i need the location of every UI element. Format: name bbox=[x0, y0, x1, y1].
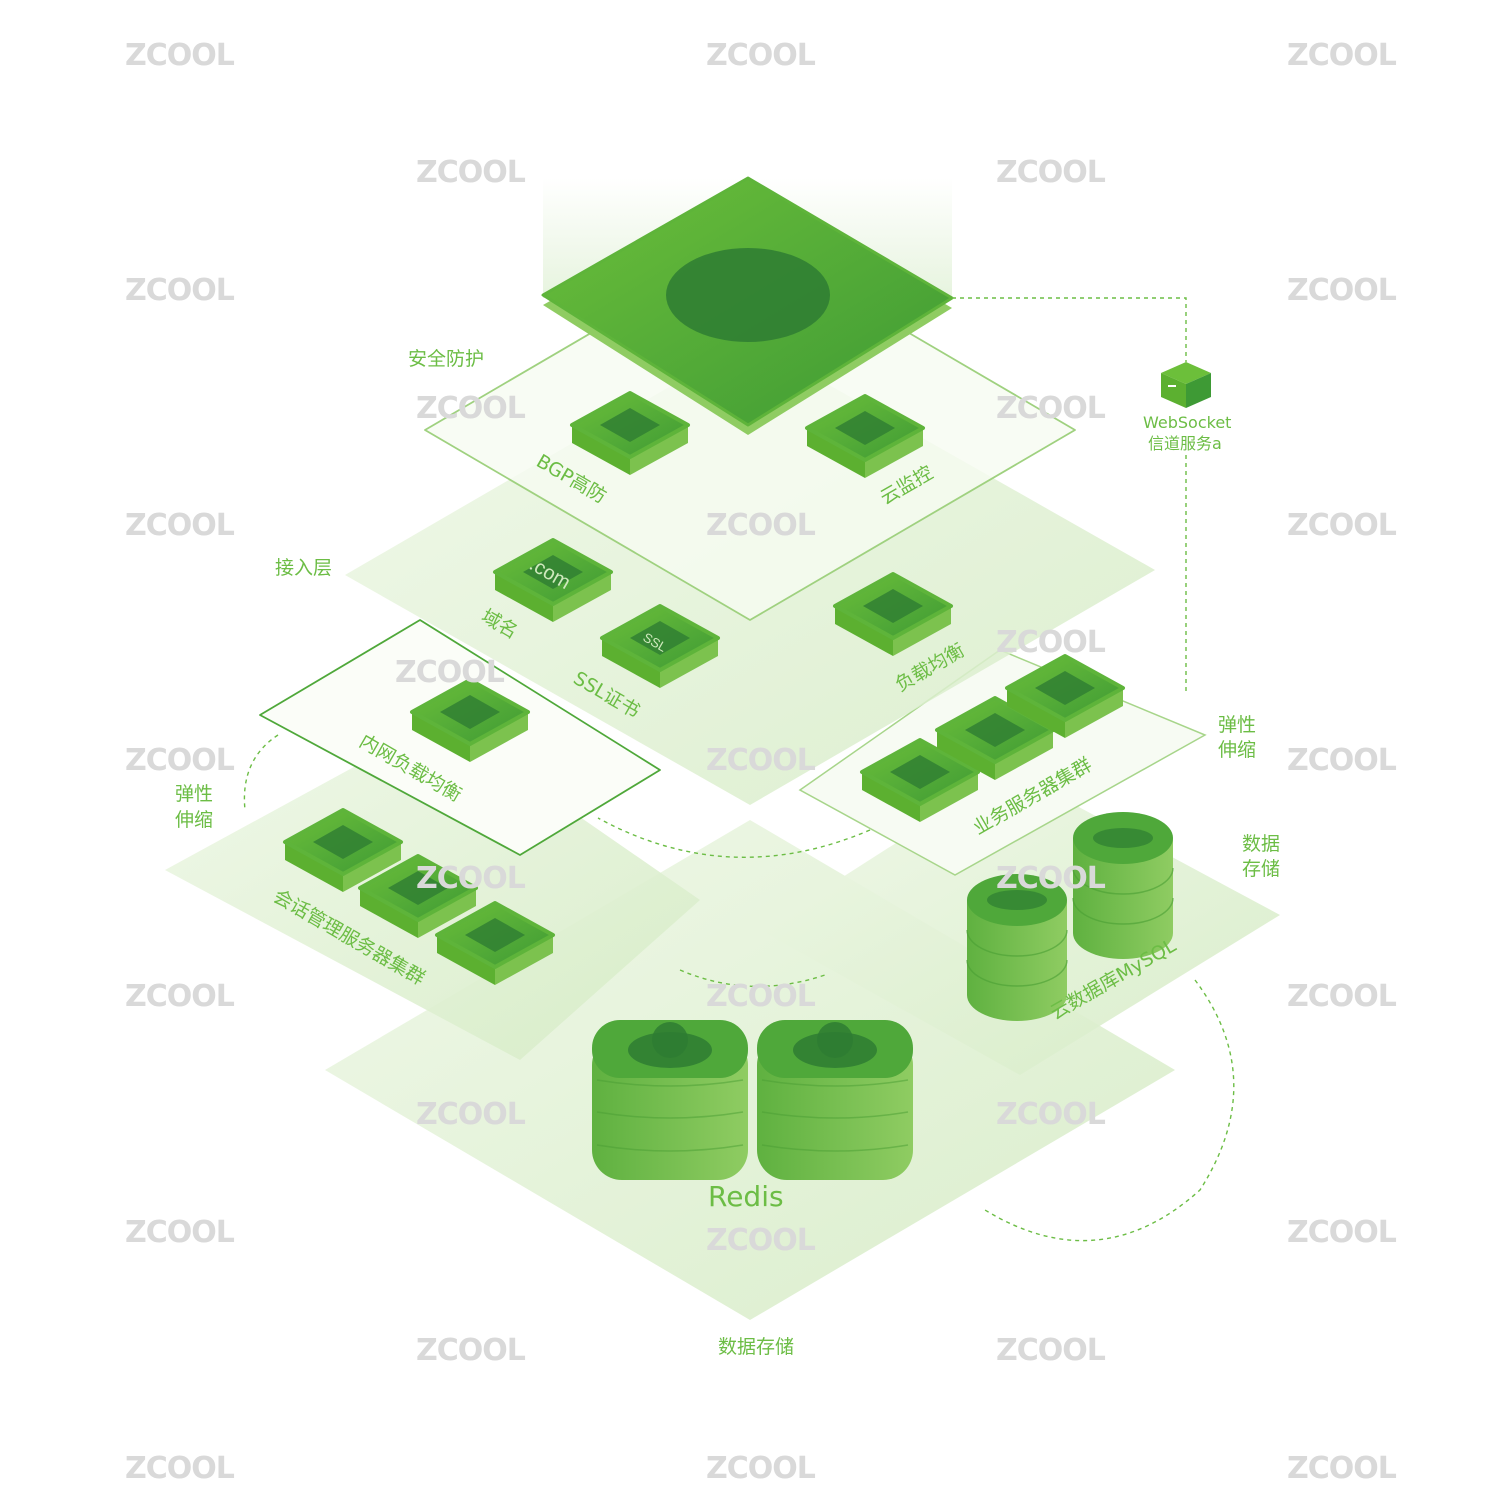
cloud-monitor-block bbox=[805, 394, 925, 478]
watermark: ZCOOL bbox=[125, 508, 235, 543]
redis-stack bbox=[592, 1020, 748, 1180]
session-to-redis-connector bbox=[679, 969, 826, 988]
bgp-block bbox=[570, 391, 690, 475]
watermark: ZCOOL bbox=[996, 391, 1106, 426]
dolphin-icon bbox=[987, 890, 1047, 910]
websocket-box-icon bbox=[1161, 362, 1211, 408]
redis-stack bbox=[757, 1020, 913, 1180]
scaling-connector-left bbox=[243, 734, 279, 811]
watermark: ZCOOL bbox=[416, 861, 526, 896]
load-balancer-block bbox=[833, 572, 953, 656]
mysql-cylinder bbox=[966, 874, 1068, 1021]
watermark: ZCOOL bbox=[125, 979, 235, 1014]
watermark: ZCOOL bbox=[1287, 38, 1397, 73]
watermark: ZCOOL bbox=[125, 743, 235, 778]
watermark: ZCOOL bbox=[1287, 273, 1397, 308]
watermark: ZCOOL bbox=[125, 1215, 235, 1250]
watermark: ZCOOL bbox=[706, 1223, 816, 1258]
watermark: ZCOOL bbox=[1287, 1451, 1397, 1486]
watermark: ZCOOL bbox=[706, 979, 816, 1014]
watermark: ZCOOL bbox=[1287, 979, 1397, 1014]
websocket-connector bbox=[952, 297, 1187, 362]
bottom-storage-label: 数据存储 bbox=[718, 1336, 794, 1358]
server-icon bbox=[313, 825, 373, 859]
shield-icon bbox=[600, 408, 660, 442]
watermark: ZCOOL bbox=[996, 625, 1106, 660]
watermark-layer: ZCOOL ZCOOL ZCOOL ZCOOL ZCOOL ZCOOL ZCOOL ZCOOL… bbox=[125, 38, 1398, 1486]
load-balancer-icon bbox=[440, 695, 500, 729]
watermark: ZCOOL bbox=[706, 1451, 816, 1486]
scaling-label-right-2: 伸缩 bbox=[1218, 739, 1256, 761]
platform-logo-icon bbox=[666, 248, 830, 342]
business-server-block bbox=[1005, 654, 1125, 738]
watermark: ZCOOL bbox=[706, 38, 816, 73]
scaling-label-left-2: 伸缩 bbox=[175, 809, 213, 831]
mysql-to-redis-connector bbox=[984, 979, 1235, 1242]
scaling-label-left-1: 弹性 bbox=[175, 783, 213, 805]
server-icon bbox=[465, 918, 525, 952]
server-icon bbox=[965, 713, 1025, 747]
websocket-service-label: 信道服务a bbox=[1148, 434, 1222, 453]
session-server-block bbox=[435, 901, 555, 985]
mysql-cylinder bbox=[1072, 812, 1174, 959]
scaling-label-right-1: 弹性 bbox=[1218, 714, 1256, 736]
cloud-icon bbox=[628, 1022, 712, 1068]
watermark: ZCOOL bbox=[996, 1333, 1106, 1368]
security-layer-label: 安全防护 bbox=[408, 348, 484, 370]
watermark: ZCOOL bbox=[996, 861, 1106, 896]
session-server-block bbox=[283, 808, 403, 892]
domain-block: .com bbox=[493, 538, 613, 622]
ssl-block: SSL bbox=[600, 604, 720, 688]
access-layer-label: 接入层 bbox=[275, 557, 332, 579]
watermark: ZCOOL bbox=[1287, 743, 1397, 778]
watermark: ZCOOL bbox=[395, 655, 505, 690]
gauge-icon bbox=[835, 411, 895, 445]
business-server-block bbox=[860, 738, 980, 822]
watermark: ZCOOL bbox=[416, 391, 526, 426]
watermark: ZCOOL bbox=[996, 1097, 1106, 1132]
watermark: ZCOOL bbox=[125, 1451, 235, 1486]
data-storage-label-2: 存储 bbox=[1242, 858, 1280, 880]
server-icon bbox=[388, 871, 448, 905]
watermark: ZCOOL bbox=[706, 743, 816, 778]
data-storage-label-1: 数据 bbox=[1242, 833, 1280, 855]
watermark: ZCOOL bbox=[125, 273, 235, 308]
watermark: ZCOOL bbox=[1287, 508, 1397, 543]
cloud-icon bbox=[793, 1022, 877, 1068]
watermark: ZCOOL bbox=[416, 1097, 526, 1132]
internal-lb-block bbox=[410, 678, 530, 762]
server-icon bbox=[890, 755, 950, 789]
watermark: ZCOOL bbox=[706, 508, 816, 543]
redis-label: Redis bbox=[708, 1180, 784, 1213]
load-balancer-icon bbox=[863, 589, 923, 623]
domain-icon bbox=[523, 555, 583, 589]
watermark: ZCOOL bbox=[416, 155, 526, 190]
watermark: ZCOOL bbox=[996, 155, 1106, 190]
connectors bbox=[243, 297, 1235, 1242]
watermark: ZCOOL bbox=[1287, 1215, 1397, 1250]
watermark: ZCOOL bbox=[125, 38, 235, 73]
websocket-label: WebSocket bbox=[1143, 413, 1231, 432]
watermark: ZCOOL bbox=[416, 1333, 526, 1368]
certificate-icon bbox=[630, 621, 690, 655]
dolphin-icon bbox=[1093, 828, 1153, 848]
server-icon bbox=[1035, 671, 1095, 705]
session-server-block bbox=[358, 854, 478, 938]
